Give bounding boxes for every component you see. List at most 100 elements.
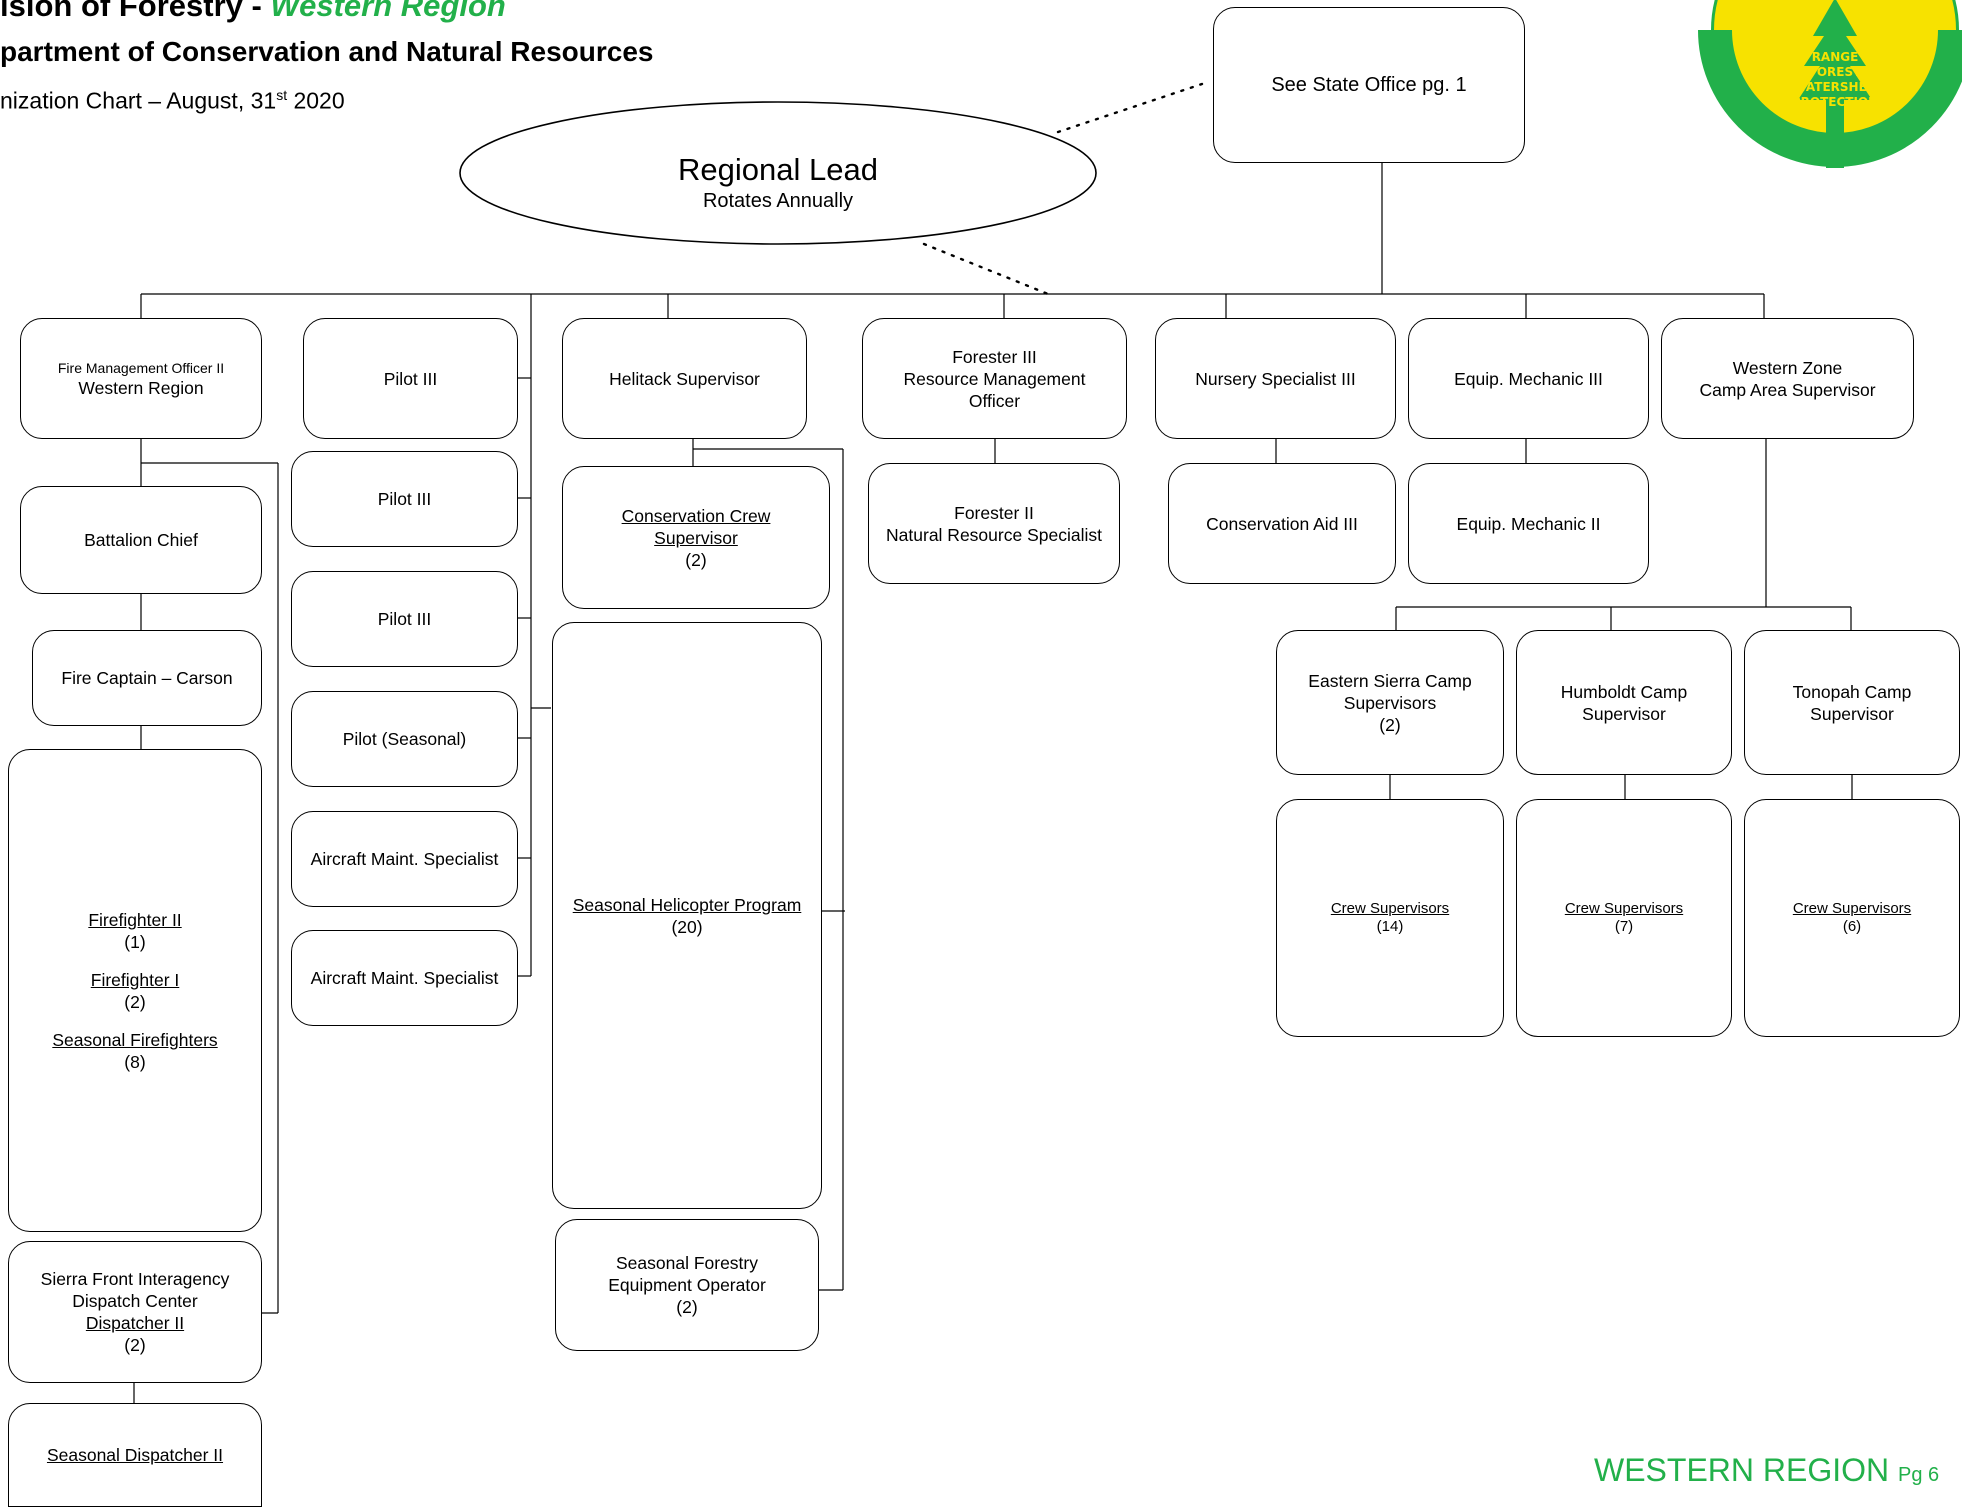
- heli-program-count: (20): [671, 916, 703, 937]
- division-of-forestry-logo: DIVISION OF FORESTRY RANGE FOREST WATERS…: [1698, 0, 1962, 168]
- chart-year: 2020: [287, 87, 345, 114]
- pilot-3-label-3: Pilot III: [377, 609, 432, 629]
- firefighters-box[interactable]: Firefighter II (1) Firefighter I (2) Sea…: [8, 749, 262, 1232]
- firefighter-2-count: (1): [124, 931, 146, 952]
- seasonal-forestry-equipment-operator-box[interactable]: Seasonal Forestry Equipment Operator (2): [555, 1219, 819, 1351]
- footer-region: WESTERN REGION: [1594, 1452, 1890, 1488]
- ccs-line-1: Conservation Crew: [621, 505, 771, 526]
- regional-lead: Regional Lead Rotates Annually: [460, 152, 1096, 214]
- forester-2-line-1: Forester II: [954, 502, 1034, 523]
- eastern-sierra-camp-box[interactable]: Eastern Sierra Camp Supervisors (2): [1276, 630, 1504, 775]
- title-region: Western Region: [270, 0, 506, 23]
- crew-supervisors-label-3: Crew Supervisors: [1792, 900, 1912, 917]
- forester-3-line-1: Forester III: [952, 346, 1037, 367]
- dispatch-line-2: Dispatch Center: [72, 1291, 198, 1311]
- logo-line-3: WATERSHED: [1793, 80, 1877, 94]
- heli-program-label: Seasonal Helicopter Program: [572, 894, 802, 915]
- crew-supervisors-box-3[interactable]: Crew Supervisors (6): [1744, 799, 1960, 1037]
- pilot-3-label-2: Pilot III: [377, 489, 432, 509]
- humboldt-camp-box[interactable]: Humboldt Camp Supervisor: [1516, 630, 1732, 775]
- dispatch-line-1: Sierra Front Interagency: [40, 1269, 230, 1289]
- crew-supervisors-count-1: (14): [1376, 918, 1404, 935]
- regional-lead-title: Regional Lead: [678, 152, 878, 187]
- seasonal-helicopter-program-box[interactable]: Seasonal Helicopter Program (20): [552, 622, 822, 1209]
- aircraft-maint-label-2: Aircraft Maint. Specialist: [310, 968, 499, 988]
- page-title: ision of Forestry - Western Region: [0, 0, 506, 24]
- pilot-seasonal-box[interactable]: Pilot (Seasonal): [291, 691, 518, 787]
- forester-2-box[interactable]: Forester II Natural Resource Specialist: [868, 463, 1120, 584]
- ccs-count: (2): [685, 549, 707, 570]
- humboldt-line-2: Supervisor: [1582, 703, 1666, 724]
- title-prefix: ision of Forestry -: [0, 0, 271, 23]
- dispatch-center-box[interactable]: Sierra Front Interagency Dispatch Center…: [8, 1241, 262, 1383]
- fire-captain-box[interactable]: Fire Captain – Carson: [32, 630, 262, 726]
- crew-supervisors-label-2: Crew Supervisors: [1564, 900, 1684, 917]
- battalion-chief-label: Battalion Chief: [84, 530, 198, 550]
- regional-lead-ellipse: [459, 101, 1097, 245]
- tonopah-line-2: Supervisor: [1810, 703, 1894, 724]
- department-name: partment of Conservation and Natural Res…: [0, 36, 654, 67]
- equip-mechanic-3-box[interactable]: Equip. Mechanic III: [1408, 318, 1649, 439]
- forester-3-line-3: Officer: [968, 390, 1021, 411]
- esc-line-2: Supervisors: [1343, 692, 1437, 713]
- western-zone-box[interactable]: Western Zone Camp Area Supervisor: [1661, 318, 1914, 439]
- seasonal-firefighters-label: Seasonal Firefighters: [52, 1029, 218, 1050]
- fmo-title: Fire Management Officer II: [57, 359, 225, 376]
- tonopah-line-1: Tonopah Camp: [1792, 681, 1912, 702]
- battalion-chief-box[interactable]: Battalion Chief: [20, 486, 262, 594]
- regional-lead-subtitle: Rotates Annually: [702, 190, 854, 212]
- western-zone-line-2: Camp Area Supervisor: [1699, 379, 1876, 400]
- footer-page-number: Pg 6: [1898, 1464, 1940, 1486]
- pilot-3-box-3[interactable]: Pilot III: [291, 571, 518, 667]
- equip-mechanic-2-label: Equip. Mechanic II: [1456, 513, 1601, 534]
- aircraft-maint-box-1[interactable]: Aircraft Maint. Specialist: [291, 811, 518, 907]
- dispatch-count: (2): [124, 1335, 146, 1355]
- firefighter-1-label: Firefighter I: [90, 969, 180, 990]
- western-zone-line-1: Western Zone: [1732, 357, 1843, 378]
- ccs-line-2: Supervisor: [654, 527, 738, 548]
- forester-2-line-2: Natural Resource Specialist: [886, 524, 1102, 545]
- seasonal-firefighters-count: (8): [124, 1051, 146, 1072]
- nursery-specialist-label: Nursery Specialist III: [1195, 368, 1356, 389]
- equip-mechanic-3-label: Equip. Mechanic III: [1454, 368, 1603, 389]
- nursery-specialist-box[interactable]: Nursery Specialist III: [1155, 318, 1396, 439]
- conservation-aid-box[interactable]: Conservation Aid III: [1168, 463, 1396, 584]
- pilot-3-box-1[interactable]: Pilot III: [303, 318, 518, 439]
- dispatch-line-3: Dispatcher II: [85, 1313, 185, 1333]
- seasonal-dispatcher-box[interactable]: Seasonal Dispatcher II: [8, 1403, 262, 1507]
- tonopah-camp-box[interactable]: Tonopah Camp Supervisor: [1744, 630, 1960, 775]
- sfeo-line-1: Seasonal Forestry: [615, 1253, 758, 1273]
- seasonal-dispatcher-label: Seasonal Dispatcher II: [46, 1445, 224, 1465]
- equip-mechanic-2-box[interactable]: Equip. Mechanic II: [1408, 463, 1649, 584]
- aircraft-maint-label-1: Aircraft Maint. Specialist: [310, 849, 499, 869]
- esc-count: (2): [1379, 714, 1401, 735]
- pilot-3-box-2[interactable]: Pilot III: [291, 451, 518, 547]
- forester-3-box[interactable]: Forester III Resource Management Officer: [862, 318, 1127, 439]
- state-office-box[interactable]: See State Office pg. 1: [1213, 7, 1525, 163]
- sfeo-line-2: Equipment Operator: [608, 1275, 766, 1295]
- fmo-region: Western Region: [78, 377, 204, 398]
- fire-management-officer-box[interactable]: Fire Management Officer II Western Regio…: [20, 318, 262, 439]
- chart-label: nization Chart – August, 31st 2020: [0, 80, 345, 116]
- aircraft-maint-box-2[interactable]: Aircraft Maint. Specialist: [291, 930, 518, 1026]
- logo-line-2: FOREST: [1809, 65, 1862, 79]
- conservation-crew-supervisor-box[interactable]: Conservation Crew Supervisor (2): [562, 466, 830, 609]
- conservation-aid-label: Conservation Aid III: [1206, 513, 1358, 534]
- crew-supervisors-count-2: (7): [1614, 918, 1634, 935]
- logo-line-4: PROTECTION: [1792, 95, 1878, 109]
- chart-label-text: nization Chart – August, 31: [0, 87, 277, 114]
- esc-line-1: Eastern Sierra Camp: [1308, 670, 1472, 691]
- pilot-seasonal-label: Pilot (Seasonal): [342, 729, 467, 749]
- crew-supervisors-count-3: (6): [1842, 918, 1862, 935]
- firefighter-2-label: Firefighter II: [88, 909, 182, 930]
- footer: WESTERN REGION Pg 6: [1594, 1452, 1939, 1489]
- crew-supervisors-box-1[interactable]: Crew Supervisors (14): [1276, 799, 1504, 1037]
- date-suffix: st: [276, 87, 288, 103]
- crew-supervisors-box-2[interactable]: Crew Supervisors (7): [1516, 799, 1732, 1037]
- fire-captain-label: Fire Captain – Carson: [61, 668, 233, 688]
- helitack-supervisor-box[interactable]: Helitack Supervisor: [562, 318, 807, 439]
- logo-line-1: RANGE: [1812, 50, 1859, 64]
- forester-3-line-2: Resource Management: [903, 368, 1086, 389]
- pilot-3-label-1: Pilot III: [383, 368, 438, 389]
